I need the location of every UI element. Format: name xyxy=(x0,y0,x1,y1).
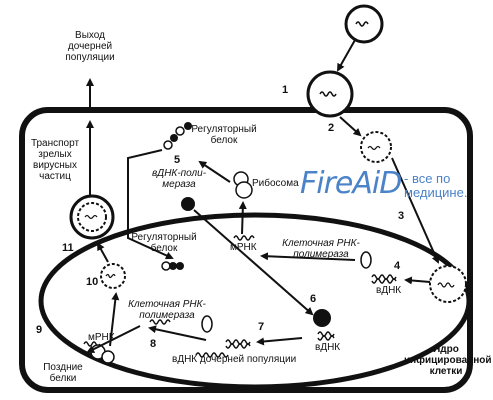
step-number-7: 7 xyxy=(258,321,265,333)
capsid-assembling xyxy=(100,263,126,289)
step-number-9: 9 xyxy=(36,324,43,336)
label-ribosome: Рибосома xyxy=(252,178,299,189)
label-regulatory-protein-inner: Регуляторный белок xyxy=(131,232,197,254)
step-number-5: 5 xyxy=(174,154,181,166)
rna-polymerase-oval-top xyxy=(360,251,372,269)
capsid-inside xyxy=(360,131,392,163)
label-mrna-bottom: мРНК xyxy=(88,332,115,343)
polymerase-dot-nucleus xyxy=(313,309,331,327)
step-number-6: 6 xyxy=(310,293,317,305)
label-vdna-daughter: вДНК дочерней популяции xyxy=(172,354,297,365)
vdna-polymerase-dot xyxy=(181,197,195,211)
watermark-brand: FireAiD xyxy=(300,166,402,201)
nucleus xyxy=(38,212,472,390)
step-number-2: 2 xyxy=(328,122,335,134)
rna-polymerase-oval-bottom xyxy=(201,315,213,333)
pathway-arrows xyxy=(86,39,440,353)
step-number-1: 1 xyxy=(282,84,289,96)
step-number-10: 10 xyxy=(86,276,99,288)
label-cell-rna-polymerase-top: Клеточная РНК- полимераза xyxy=(282,238,360,260)
label-late-proteins: Поздние белки xyxy=(43,362,83,384)
virion-exiting xyxy=(69,194,115,240)
label-regulatory-protein-top: Регуляторный белок xyxy=(191,124,257,146)
nucleic-acid-strands xyxy=(83,235,397,358)
step-number-8: 8 xyxy=(150,338,157,350)
label-exit-daughter: Выход дочерней популяции xyxy=(65,30,115,63)
virion-attaching xyxy=(306,70,354,118)
watermark-tagline: - все по медицине. xyxy=(404,171,468,200)
regulatory-protein-beads-top xyxy=(163,122,192,150)
label-transport: Транспорт зрелых вирусных частиц xyxy=(30,138,80,182)
label-nucleus: Ядро инфицированной клетки xyxy=(404,344,492,377)
step-number-11: 11 xyxy=(62,242,74,254)
virion-outside xyxy=(344,4,384,44)
label-vdna-right-bottom: вДНК xyxy=(315,342,341,353)
ribosome-shape xyxy=(233,171,253,199)
regulatory-protein-beads-inner xyxy=(161,261,184,271)
late-proteins-cluster xyxy=(90,344,115,364)
label-cell-rna-polymerase-bottom: Клеточная РНК- полимераза xyxy=(128,299,206,321)
step-number-4: 4 xyxy=(394,260,401,272)
cell-membrane xyxy=(19,107,473,393)
label-vdna-polymerase: вДНК-поли- мераза xyxy=(151,168,207,190)
label-vdna-right-top: вДНК xyxy=(376,285,402,296)
label-mrna-top: мРНК xyxy=(230,242,257,253)
capsid-at-nucleus xyxy=(429,265,467,303)
step-number-3: 3 xyxy=(398,210,405,222)
